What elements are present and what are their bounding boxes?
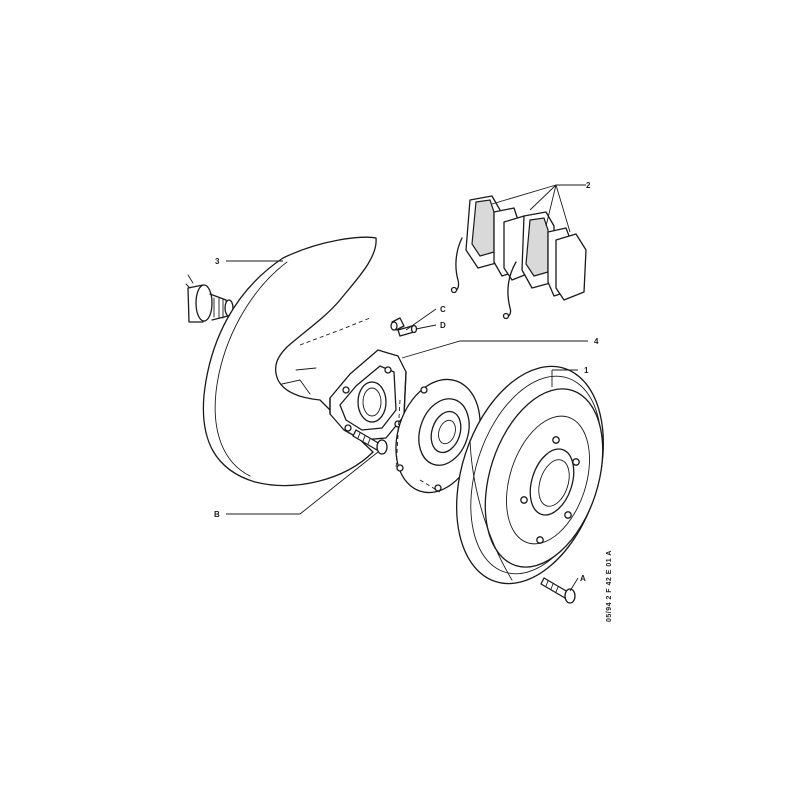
wheel-hub — [395, 378, 481, 494]
callout-d: D — [440, 321, 446, 330]
reference-code: 05/94 2 F 42 E 01 A — [606, 550, 613, 622]
callout-b: B — [214, 510, 220, 519]
callout-labels: 3 2 C D 4 1 B A — [214, 181, 599, 583]
bolt-d — [397, 324, 418, 337]
stub-carrier — [329, 349, 407, 441]
callout-3: 3 — [215, 257, 220, 266]
stub-axle — [185, 274, 234, 323]
callout-a: A — [580, 574, 586, 583]
callout-2: 2 — [586, 181, 591, 190]
brake-pad-set — [450, 195, 587, 320]
bolt-b — [352, 429, 388, 455]
callout-1: 1 — [584, 366, 589, 375]
bolt-c — [390, 317, 405, 331]
dust-shield — [202, 236, 377, 487]
leader-lines — [226, 184, 588, 592]
callout-c: C — [440, 305, 446, 314]
brake-disc — [455, 365, 605, 585]
callout-4: 4 — [594, 337, 599, 346]
wheel-bolt-a — [540, 577, 576, 604]
